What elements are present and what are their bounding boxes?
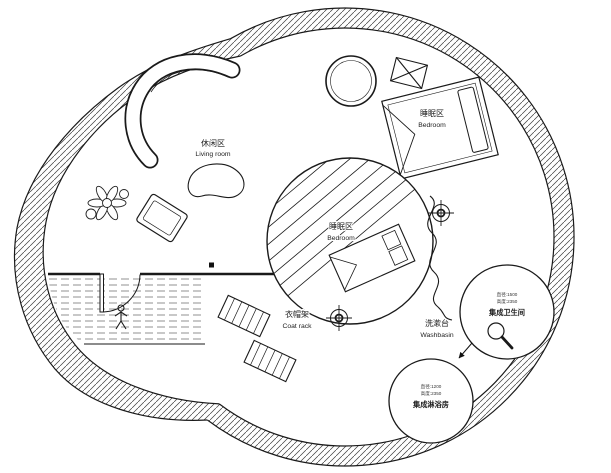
bathroom-pod-dim1: 直径:1500: [497, 291, 518, 297]
coat-rack-unit: [217, 294, 271, 338]
pillow: [457, 86, 489, 153]
ring-wall-inner-edge: [218, 27, 555, 447]
plant-icon: [85, 185, 129, 221]
spiral-wall-outer-edge: [13, 38, 231, 421]
living-room-label-en: Living room: [195, 151, 230, 158]
person-icon: [114, 304, 128, 330]
curved-sofa-fill: [126, 55, 239, 167]
central-bedroom-platform: [266, 157, 434, 325]
spiral-wall-inner-edge: [42, 55, 241, 405]
shower-pod-dim1: 直径:1200: [421, 383, 442, 389]
blanket-fold: [329, 256, 358, 291]
bedroom-center-label-zh: 睡眠区: [329, 222, 353, 231]
bedroom-center-label-en: Bedroom: [327, 235, 355, 242]
coffee-table: [187, 163, 245, 199]
bathroom-pod-circle: [459, 264, 555, 360]
bathroom-pod-name: 集成卫生间: [488, 308, 525, 317]
labels: 休闲区 Living room 睡眠区 Bedroom 睡眠区 Bedroom …: [194, 108, 526, 410]
entry-door-icon: [99, 273, 141, 313]
living-room-furniture: [85, 53, 245, 243]
bedroom-upper-label-zh: 睡眠区: [420, 109, 444, 118]
living-room-label-zh: 休闲区: [201, 138, 225, 148]
column-marker-icon: [428, 200, 454, 226]
shower-pod-dim2: 高度:2350: [421, 390, 442, 397]
washbasin-label-zh: 洗漱台: [425, 318, 449, 328]
coat-rack-label-zh: 衣帽架: [285, 309, 309, 319]
bed-upper: [381, 76, 499, 180]
spiral-wall-band: [14, 38, 241, 421]
shower-pod: [388, 358, 474, 444]
ring-wall-outer-edge: [206, 7, 575, 467]
shower-pod-circle: [388, 358, 474, 444]
bathroom-pod: [458, 264, 555, 360]
curtain-wavy-line: [427, 195, 453, 321]
bed-center: [328, 223, 416, 293]
round-table: [325, 55, 377, 107]
platform-stripes: [266, 157, 416, 297]
pillow: [381, 229, 402, 251]
washbasin-label-en: Washbasin: [420, 332, 454, 339]
bathroom-pod-dim2: 高度:2350: [497, 298, 518, 305]
toilet-icon: [487, 322, 514, 350]
skylight-icon: [389, 56, 429, 90]
blanket-fold: [382, 104, 416, 176]
entry-deck-floor: [48, 276, 205, 344]
entry-wall: [48, 262, 274, 276]
platform-circle: [266, 157, 434, 325]
coat-rack-unit: [243, 339, 297, 383]
walls: [13, 7, 575, 467]
bedroom-upper-label-en: Bedroom: [418, 122, 446, 129]
sofa-seam-line: [150, 69, 229, 93]
direction-arrow-icon: [458, 342, 473, 359]
lounge-chair: [136, 193, 188, 243]
coat-rack-label-en: Coat rack: [282, 323, 312, 330]
pillow: [388, 245, 409, 266]
wall-marker: [209, 262, 214, 268]
shower-pod-name: 集成淋浴房: [412, 400, 449, 409]
column-marker-icon: [326, 305, 352, 331]
